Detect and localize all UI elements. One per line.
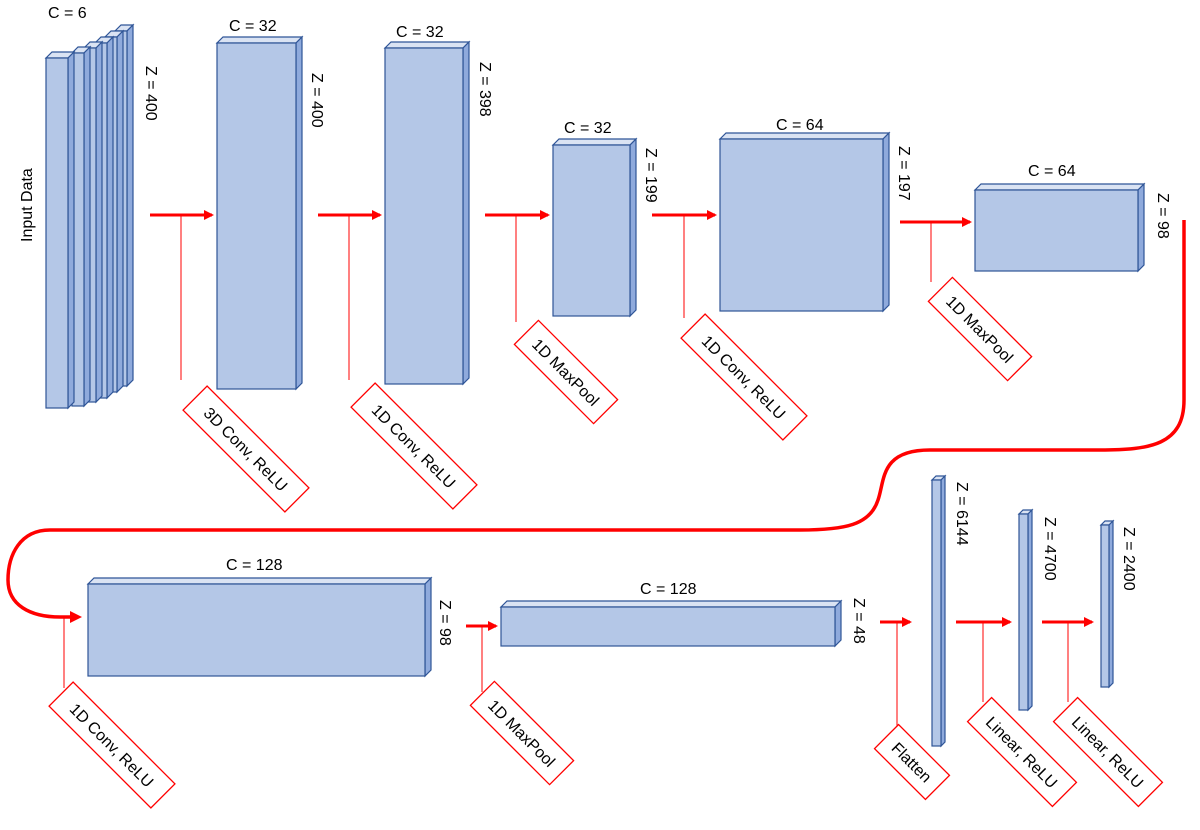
operation-label: 3D Conv, ReLU <box>182 385 310 513</box>
operation-text: Linear, ReLU <box>1068 714 1146 792</box>
operation-text: Linear, ReLU <box>982 714 1060 792</box>
layer1-channels-label: C = 32 <box>229 18 277 35</box>
operation-label: 1D MaxPool <box>469 680 575 786</box>
layer1-length-label: Z = 400 <box>308 73 325 128</box>
feature-block <box>718 131 891 313</box>
operation-label: 1D Conv, ReLU <box>350 382 478 510</box>
feature-block <box>383 40 471 386</box>
feature-block <box>86 576 433 678</box>
vector-block <box>930 474 947 748</box>
layer10-length-label: Z = 2400 <box>1120 527 1137 591</box>
feature-block <box>973 182 1146 273</box>
layer5-channels-label: C = 64 <box>1028 163 1076 180</box>
layer7-channels-label: C = 128 <box>640 581 697 598</box>
layer5-length-label: Z = 98 <box>1154 193 1171 239</box>
layer6-channels-label: C = 128 <box>226 557 283 574</box>
layer9-length-label: Z = 4700 <box>1041 517 1058 581</box>
input-length-label: Z = 400 <box>142 66 159 121</box>
operation-label: Linear, ReLU <box>966 696 1078 808</box>
input-slice <box>44 50 76 410</box>
input-slice <box>70 45 92 408</box>
layer7-length-label: Z = 48 <box>850 598 867 644</box>
layer8-length-label: Z = 6144 <box>953 482 970 546</box>
row-connector-arrowhead <box>70 611 82 623</box>
operation-text: 1D Conv, ReLU <box>698 333 788 423</box>
feature-block <box>215 35 304 391</box>
operation-text: 3D Conv, ReLU <box>200 405 290 495</box>
input-channels-label: C = 6 <box>48 5 87 22</box>
layer2-channels-label: C = 32 <box>396 24 444 41</box>
input-data-stack <box>44 23 135 410</box>
layer4-length-label: Z = 197 <box>895 146 912 201</box>
layer3-channels-label: C = 32 <box>564 120 612 137</box>
operation-label: 1D Conv, ReLU <box>680 313 808 441</box>
layer3-length-label: Z = 199 <box>642 148 659 203</box>
vector-block <box>1099 519 1115 689</box>
operation-label: 1D MaxPool <box>513 319 619 425</box>
feature-block <box>551 137 638 318</box>
feature-block <box>499 599 843 648</box>
input-data-label: Input Data <box>19 168 36 242</box>
operation-label: Linear, ReLU <box>1052 696 1164 808</box>
operation-text: 1D Conv, ReLU <box>368 402 458 492</box>
layer6-length-label: Z = 98 <box>436 600 453 646</box>
operation-label: 1D Conv, ReLU <box>48 681 176 809</box>
vector-block <box>1017 508 1034 712</box>
operation-label: 1D MaxPool <box>927 276 1033 382</box>
layer2-length-label: Z = 398 <box>476 62 493 117</box>
operation-text: 1D Conv, ReLU <box>66 701 156 791</box>
row-connector-arrow <box>6 220 1186 619</box>
layer4-channels-label: C = 64 <box>776 117 824 134</box>
